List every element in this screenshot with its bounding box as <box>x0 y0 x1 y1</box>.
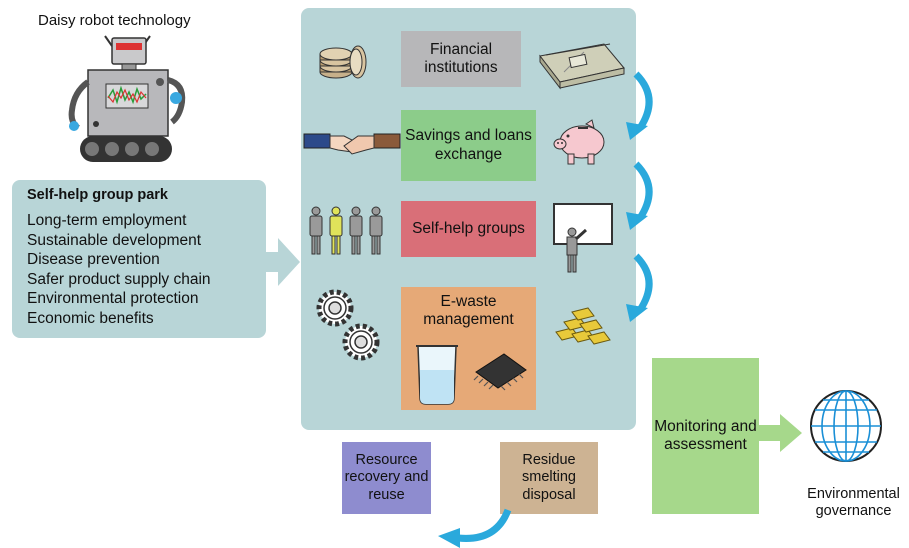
flow-arrow-3 <box>626 253 653 322</box>
ewaste-management-label: E-waste management <box>423 293 514 329</box>
flow-arrow-2 <box>626 161 653 230</box>
park-item: Environmental protection <box>27 290 199 308</box>
park-item: Safer product supply chain <box>27 270 211 288</box>
microchip-icon <box>473 353 527 391</box>
globe-icon <box>810 390 882 462</box>
coins-icon <box>319 45 367 79</box>
self-help-groups-box: Self-help groups <box>401 201 536 257</box>
savings-loans-box: Savings and loans exchange <box>401 110 536 181</box>
park-item: Economic benefits <box>27 309 154 327</box>
resource-recovery-box: Resource recovery and reuse <box>342 442 431 514</box>
gold-bars-icon <box>555 307 611 345</box>
gears-icon <box>316 289 380 361</box>
park-item: Disease prevention <box>27 251 160 269</box>
flow-arrow-1 <box>626 71 653 140</box>
piggy-bank-icon <box>553 119 605 165</box>
park-item: Sustainable development <box>27 231 202 249</box>
robot-icon <box>68 35 186 162</box>
park-panel <box>12 180 266 338</box>
money-stack-icon <box>539 43 625 90</box>
park-title: Self-help group park <box>27 187 168 203</box>
monitoring-assessment-box: Monitoring and assessment <box>652 358 759 514</box>
monitor-to-governance-arrow <box>758 414 802 452</box>
park-item: Long-term employment <box>27 212 187 229</box>
financial-institutions-box: Financial institutions <box>401 31 521 87</box>
park-list: Long-term employment Sustainable develop… <box>27 211 211 329</box>
residue-disposal-box: Residue smelting disposal <box>500 442 598 514</box>
environmental-governance-label: Environmental governance <box>807 486 900 520</box>
people-group-icon <box>309 206 383 255</box>
park-to-main-arrow <box>266 238 300 286</box>
handshake-icon <box>303 133 401 155</box>
beaker-icon <box>416 345 458 405</box>
residue-to-resource-arrow <box>438 508 512 548</box>
presentation-board-icon <box>553 203 613 273</box>
robot-title: Daisy robot technology <box>38 12 191 29</box>
